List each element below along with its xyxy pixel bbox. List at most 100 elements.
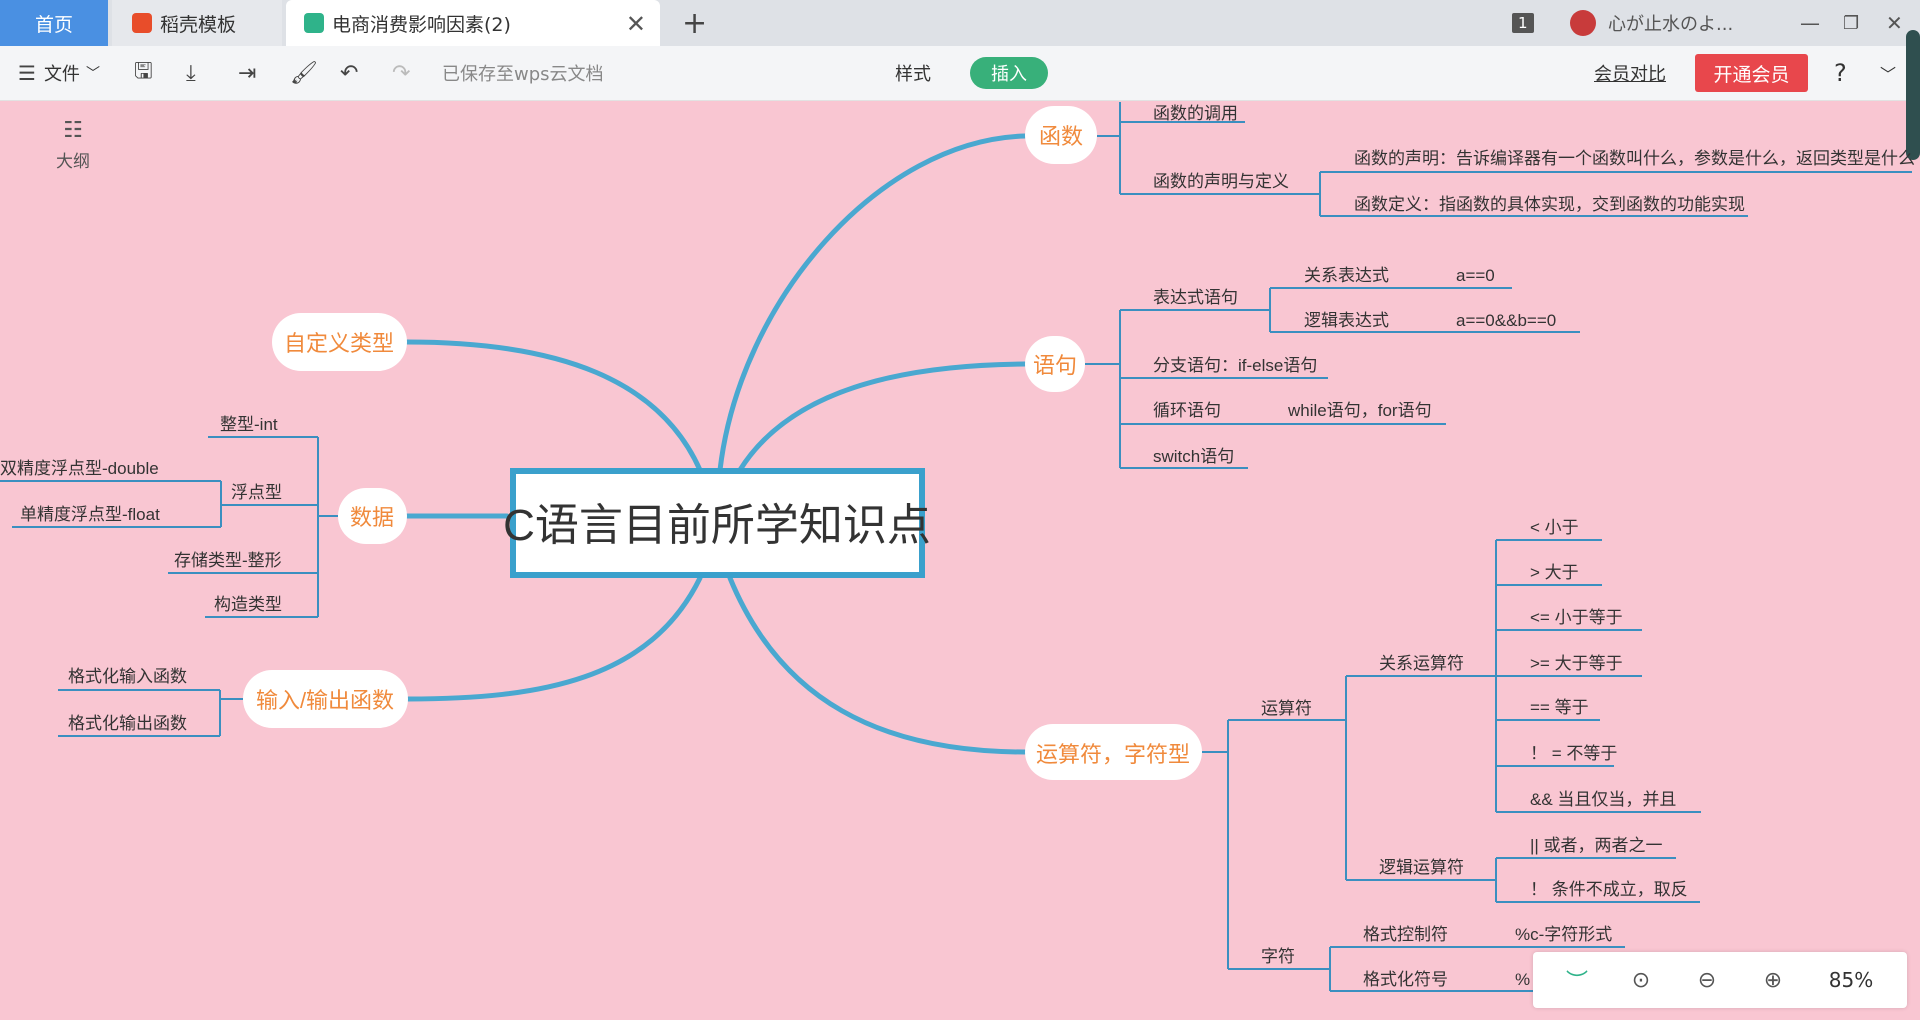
node-expr-statement[interactable]: 表达式语句: [1153, 288, 1238, 307]
docer-icon: [132, 13, 152, 33]
tab-docer[interactable]: 稻壳模板: [112, 0, 282, 46]
topic-custom-type-label: 自定义类型: [284, 331, 394, 356]
node-logical-operator[interactable]: 逻辑运算符: [1379, 858, 1464, 877]
avatar: [1570, 10, 1596, 36]
node-log-item[interactable]: || 或者，两者之一: [1530, 836, 1663, 855]
tab-document[interactable]: 电商消费影响因素(2) ✕: [286, 0, 660, 46]
node-rel-item[interactable]: && 当且仅当，并且: [1530, 790, 1676, 809]
collapse-chevron-icon[interactable]: ﹀: [1880, 65, 1897, 84]
node-rel-item[interactable]: <= 小于等于: [1530, 608, 1623, 627]
node-rel-item[interactable]: > 大于: [1530, 563, 1579, 582]
user-name: 心が止水のよ...: [1608, 14, 1734, 35]
outline-icon: ☷: [63, 118, 83, 143]
topic-statements[interactable]: [1025, 336, 1085, 392]
node-rel-item[interactable]: >= 大于等于: [1530, 654, 1623, 673]
root-node[interactable]: [510, 468, 925, 578]
node-double[interactable]: 双精度浮点型-double: [0, 459, 159, 478]
format-painter-icon[interactable]: 🖌: [290, 60, 318, 86]
toolbar: ☰ 文件 ﹀ 🖫 ⤓ ⇥ 🖌 ↶ ↷ 已保存至wps云文档 样式 插入 会员对比…: [0, 46, 1920, 101]
node-float[interactable]: 浮点型: [231, 483, 282, 502]
tab-bar: 首页 稻壳模板 电商消费影响因素(2) ✕ + 1 心が止水のよ... — ❐ …: [0, 0, 1920, 46]
node-output-function[interactable]: 格式化输出函数: [68, 714, 187, 733]
node-function-decl[interactable]: 函数的声明：告诉编译器有一个函数叫什么，参数是什么，返回类型是什么: [1354, 149, 1915, 168]
window-close-icon[interactable]: ✕: [1886, 11, 1903, 35]
restore-icon[interactable]: ❐: [1843, 12, 1860, 34]
node-relational-operator[interactable]: 关系运算符: [1379, 654, 1464, 673]
file-menu-label: 文件: [43, 64, 80, 85]
window-count-badge[interactable]: 1: [1512, 0, 1534, 46]
node-function-def[interactable]: 函数定义：指函数的具体实现，交到函数的功能实现: [1354, 195, 1745, 214]
file-menu[interactable]: ☰ 文件 ﹀: [18, 46, 100, 100]
save-icon[interactable]: 🖫: [134, 59, 153, 84]
node-switch-statement[interactable]: switch语句: [1153, 447, 1234, 466]
open-vip-button[interactable]: 开通会员: [1695, 54, 1808, 92]
tab-home[interactable]: 首页: [0, 0, 108, 46]
topic-functions[interactable]: [1025, 106, 1097, 164]
download-icon[interactable]: ⤓: [186, 60, 196, 86]
node-relational-expr[interactable]: 关系表达式: [1304, 266, 1389, 285]
export-icon[interactable]: ⇥: [238, 60, 257, 86]
node-log-item[interactable]: ！ 条件不成立，取反: [1530, 880, 1688, 899]
node-function-call[interactable]: 函数的调用: [1153, 104, 1238, 123]
node-single[interactable]: 单精度浮点型-float: [20, 505, 160, 524]
zoom-in-icon[interactable]: ⊕: [1763, 967, 1783, 993]
outline-label: 大纲: [56, 152, 90, 172]
node-storage-type[interactable]: 存储类型-整形: [174, 551, 282, 570]
tab-docer-label: 稻壳模板: [160, 13, 237, 36]
node-logical-expr[interactable]: 逻辑表达式: [1304, 311, 1389, 330]
node-rel-item[interactable]: < 小于: [1530, 518, 1579, 537]
zoom-bar: ︶ ⊙ ⊖ ⊕ 85%: [1533, 952, 1907, 1008]
mindmap-canvas: C语言目前所学知识点 函数 语句 运算符，字符型 自定义类型 数据 输入/输出函…: [0, 102, 1915, 992]
node-format-control[interactable]: 格式控制符: [1363, 925, 1448, 944]
close-icon[interactable]: ✕: [625, 10, 646, 38]
node-input-function[interactable]: 格式化输入函数: [68, 667, 187, 686]
root-label: C语言目前所学知识点: [503, 501, 931, 550]
topic-custom-type[interactable]: [272, 313, 407, 371]
zoom-out-icon[interactable]: ⊖: [1697, 967, 1717, 993]
minimize-icon[interactable]: —: [1800, 11, 1820, 35]
chevron-down-icon: ﹀: [85, 66, 100, 82]
side-scroll-indicator[interactable]: [1906, 30, 1920, 160]
user-menu[interactable]: 心が止水のよ...: [1570, 0, 1733, 46]
node-relational-example[interactable]: a==0: [1456, 266, 1495, 285]
node-int[interactable]: 整型-int: [220, 415, 278, 434]
add-tab-icon[interactable]: +: [682, 6, 708, 41]
topic-data[interactable]: [338, 488, 407, 544]
menu-icon: ☰: [18, 61, 36, 85]
undo-icon[interactable]: ↶: [340, 60, 359, 86]
tab-style[interactable]: 样式: [895, 64, 931, 85]
topic-io[interactable]: [243, 670, 408, 728]
outline-button[interactable]: ☷ 大纲: [50, 118, 96, 172]
node-function-decl-def[interactable]: 函数的声明与定义: [1153, 172, 1289, 191]
help-icon[interactable]: ?: [1834, 59, 1847, 87]
node-rel-item[interactable]: ！ = 不等于: [1530, 744, 1617, 763]
locate-icon[interactable]: ⊙: [1631, 967, 1651, 993]
eye-closed-icon[interactable]: ︶: [1565, 970, 1588, 995]
window-count: 1: [1512, 13, 1534, 33]
zoom-level[interactable]: 85%: [1828, 968, 1874, 992]
topic-data-label: 数据: [350, 505, 394, 530]
node-logical-example[interactable]: a==0&&b==0: [1456, 311, 1556, 330]
node-operator[interactable]: 运算符: [1261, 699, 1312, 718]
tab-home-label: 首页: [34, 13, 73, 36]
redo-icon[interactable]: ↷: [392, 60, 411, 86]
topic-operators-label: 运算符，字符型: [1036, 742, 1190, 767]
save-status: 已保存至wps云文档: [442, 64, 604, 85]
mindmap-icon: [304, 13, 324, 33]
tab-insert[interactable]: 插入: [970, 57, 1048, 89]
node-format-control-detail[interactable]: %c-字符形式: [1515, 925, 1612, 944]
topic-functions-label: 函数: [1039, 124, 1083, 149]
node-branch-statement[interactable]: 分支语句：if-else语句: [1153, 356, 1317, 375]
node-char[interactable]: 字符: [1261, 947, 1295, 966]
node-format-symbol-detail[interactable]: %: [1515, 970, 1530, 989]
node-loop-statement[interactable]: 循环语句: [1153, 401, 1221, 420]
node-format-symbol[interactable]: 格式化符号: [1363, 970, 1448, 989]
topic-statements-label: 语句: [1033, 353, 1077, 378]
member-compare-link[interactable]: 会员对比: [1594, 64, 1666, 85]
node-loop-detail[interactable]: while语句，for语句: [1287, 401, 1432, 420]
node-rel-item[interactable]: == 等于: [1530, 698, 1589, 717]
node-struct-type[interactable]: 构造类型: [214, 595, 282, 614]
topic-io-label: 输入/输出函数: [256, 688, 394, 713]
topic-operators[interactable]: [1025, 724, 1202, 780]
tab-document-label: 电商消费影响因素(2): [332, 13, 511, 36]
